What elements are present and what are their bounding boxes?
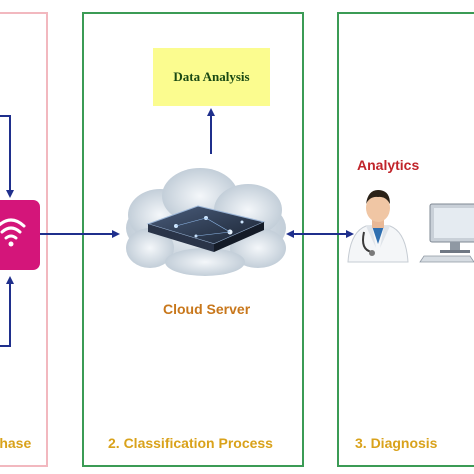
panel-classification-process: 2. Classification Process xyxy=(82,12,304,467)
wifi-icon xyxy=(0,200,40,270)
doctor-icon xyxy=(347,190,409,263)
panel-3-title: 3. Diagnosis xyxy=(355,435,438,451)
computer-icon xyxy=(419,203,474,263)
panel-1-title: Phase xyxy=(0,435,32,451)
arrow-into-wifi-top xyxy=(0,115,14,198)
arrow-into-wifi-bottom xyxy=(0,276,14,347)
panel-data-collection-phase: Phase xyxy=(0,12,48,467)
data-analysis-box: Data Analysis xyxy=(153,48,270,106)
analytics-label: Analytics xyxy=(357,157,420,173)
cloud-server-label: Cloud Server xyxy=(163,301,251,317)
cloud-server-icon xyxy=(126,168,286,276)
panel-diagnosis: 3. Diagnosis xyxy=(337,12,474,467)
panel-2-title: 2. Classification Process xyxy=(108,435,273,451)
